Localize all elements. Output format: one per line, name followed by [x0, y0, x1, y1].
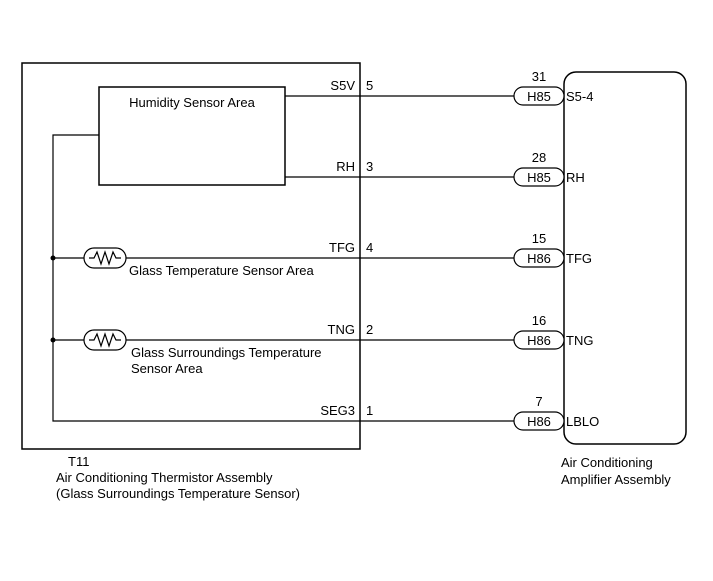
connector-label: H86: [527, 414, 551, 429]
glass-temp-area-label: Glass Temperature Sensor Area: [129, 263, 315, 278]
wire-signal-label: RH: [336, 159, 355, 174]
wire-signal-label: TFG: [329, 240, 355, 255]
amp-pin-label: 15: [532, 231, 546, 246]
wire-tfg: TFG 4 H86 15 TFG: [329, 231, 592, 268]
internal-common-bus: [50, 134, 360, 422]
amp-terminal-label: LBLO: [566, 414, 599, 429]
connector-icon: [513, 411, 565, 431]
amp-pin-label: 31: [532, 69, 546, 84]
wire-pin-label: 4: [366, 240, 373, 255]
amplifier-name-line1: Air Conditioning: [561, 455, 653, 470]
glass-surroundings-area-label-line2: Sensor Area: [131, 361, 203, 376]
connector-icon: [513, 167, 565, 187]
glass-temp-resistor-icon: [83, 247, 127, 269]
glass-surroundings-area-label-line1: Glass Surroundings Temperature: [131, 345, 322, 360]
amp-pin-label: 7: [535, 394, 542, 409]
connector-label: H85: [527, 170, 551, 185]
amplifier-name-line2: Amplifier Assembly: [561, 472, 671, 487]
wire-signal-label: S5V: [330, 78, 355, 93]
connector-label: H86: [527, 333, 551, 348]
connector-label: H86: [527, 251, 551, 266]
amp-terminal-label: RH: [566, 170, 585, 185]
wire-rh: RH 3 H85 28 RH: [336, 150, 585, 187]
connector-icon: [513, 330, 565, 350]
wire-signal-label: SEG3: [320, 403, 355, 418]
connector-icon: [513, 86, 565, 106]
wire-tng: TNG 2 H86 16 TNG: [328, 313, 593, 350]
amp-terminal-label: TFG: [566, 251, 592, 266]
amp-terminal-label: S5-4: [566, 89, 593, 104]
glass-surroundings-resistor-icon: [83, 329, 127, 351]
thermistor-code-label: T11: [68, 454, 89, 469]
connector-label: H85: [527, 89, 551, 104]
wire-signal-label: TNG: [328, 322, 355, 337]
wire-s5v: S5V 5 H85 31 S5-4: [330, 69, 593, 106]
humidity-sensor-area-label: Humidity Sensor Area: [129, 95, 255, 110]
thermistor-subname-label: (Glass Surroundings Temperature Sensor): [56, 486, 300, 501]
amp-terminal-label: TNG: [566, 333, 593, 348]
humidity-sensor-area-box: [98, 86, 286, 186]
connector-icon: [513, 248, 565, 268]
wire-seg3: SEG3 1 H86 7 LBLO: [320, 394, 599, 431]
wire-pin-label: 5: [366, 78, 373, 93]
wire-pin-label: 1: [366, 403, 373, 418]
amp-pin-label: 16: [532, 313, 546, 328]
wire-pin-label: 2: [366, 322, 373, 337]
thermistor-name-label: Air Conditioning Thermistor Assembly: [56, 470, 273, 485]
amp-pin-label: 28: [532, 150, 546, 165]
wire-pin-label: 3: [366, 159, 373, 174]
